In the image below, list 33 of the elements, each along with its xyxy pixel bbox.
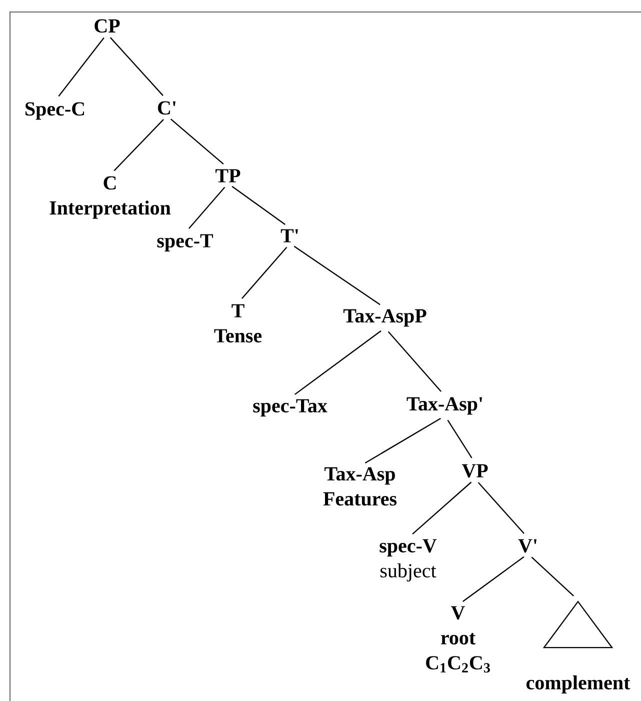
branch-line bbox=[294, 246, 380, 306]
tree-label: Tax-AspP bbox=[343, 309, 426, 327]
tree-label: spec-T bbox=[157, 234, 214, 252]
tree-label: T Tense bbox=[214, 304, 262, 342]
branch-line bbox=[188, 186, 226, 229]
tree-label: C Interpretation bbox=[50, 176, 171, 219]
tree-label: spec-V subject bbox=[380, 539, 437, 582]
tree-label: T' bbox=[280, 229, 298, 242]
tree-label: TP bbox=[216, 169, 240, 182]
branch-line bbox=[531, 556, 574, 596]
tree-label: spec-Tax bbox=[253, 399, 328, 417]
branch-line bbox=[478, 482, 524, 534]
tree-label: Tax-Asp' bbox=[406, 397, 482, 415]
tree-label: CP bbox=[94, 19, 120, 33]
branch-line bbox=[294, 330, 382, 395]
branch-line bbox=[110, 37, 164, 96]
branch-line bbox=[388, 331, 442, 392]
tree-label: VP bbox=[462, 464, 488, 478]
tree-label: V root C$_{1}$C$_{2}$C$_{3}$ bbox=[426, 606, 490, 673]
branch-line bbox=[242, 246, 288, 299]
branch-line bbox=[114, 119, 164, 172]
node-caption: complement bbox=[526, 675, 630, 694]
branch-line bbox=[364, 418, 441, 464]
branch-line bbox=[412, 482, 472, 534]
branch-line bbox=[462, 556, 524, 602]
tree-label: Tax-Asp Features bbox=[323, 467, 397, 506]
branch-line bbox=[447, 420, 472, 458]
tree-label: Spec-C bbox=[26, 102, 84, 120]
branch-line bbox=[170, 118, 224, 165]
branch-line bbox=[232, 186, 286, 225]
branch-line bbox=[58, 37, 104, 97]
tree-label: C' bbox=[158, 101, 176, 115]
tree-label: V' bbox=[518, 539, 536, 553]
